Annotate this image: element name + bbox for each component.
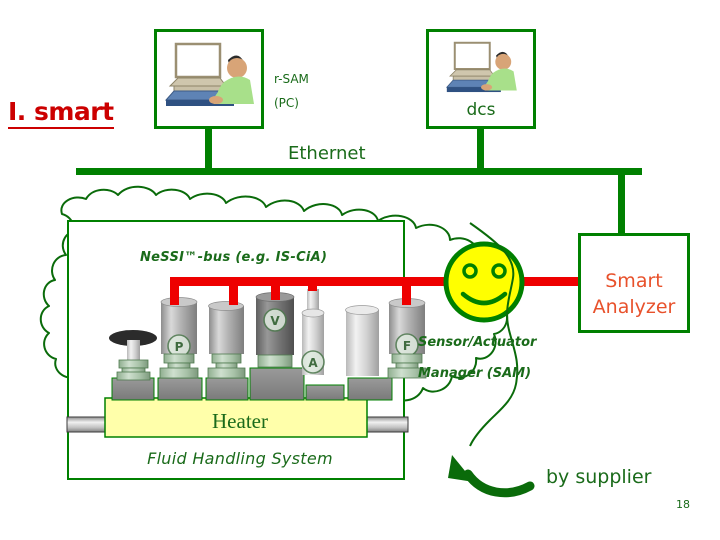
nessi-bus-line	[170, 277, 580, 305]
manifold-bases	[111, 367, 393, 401]
svg-text:A: A	[308, 356, 318, 370]
smart-analyzer-label: Smart Analyzer	[578, 268, 690, 320]
cloud-outline	[39, 185, 510, 406]
person-at-computer-icon	[445, 41, 517, 93]
node-r-sam-sublabel: (PC)	[274, 96, 299, 110]
smart-analyzer-box[interactable]	[578, 233, 690, 333]
supplier-arrow-icon	[448, 455, 535, 498]
sam-label-line2: Manager (SAM)	[418, 366, 532, 381]
instrument-blank-port-b	[345, 305, 379, 376]
instrument-pressure-transmitter: P	[159, 297, 199, 379]
node-r-sam[interactable]	[154, 29, 264, 129]
fluid-handling-system-label: Fluid Handling System	[147, 449, 333, 468]
instrument-blank-port-a	[207, 301, 246, 379]
page-number: 18	[676, 498, 690, 511]
person-at-computer-icon	[164, 42, 254, 106]
smart-analyzer-label-line1: Smart	[605, 270, 663, 292]
instrument-analyzer-probe: A	[301, 289, 325, 375]
heater-block	[66, 397, 409, 438]
node-dcs[interactable]: dcs	[426, 29, 536, 129]
instrument-flow-transmitter: F	[387, 298, 427, 379]
node-r-sam-label: r-SAM	[274, 72, 309, 86]
instrument-control-valve: V	[255, 292, 295, 368]
svg-text:F: F	[403, 339, 411, 353]
supplier-note: by supplier	[546, 466, 652, 488]
instrument-manual-valve-handle	[109, 330, 157, 381]
heater-label: Heater	[212, 409, 268, 433]
smiley-face-icon	[443, 241, 525, 323]
svg-text:P: P	[175, 340, 184, 354]
ethernet-bus	[76, 129, 642, 234]
ethernet-bus-label: Ethernet	[288, 143, 366, 164]
smart-analyzer-label-line2: Analyzer	[592, 296, 676, 318]
nessi-bus-label: NeSSI™-bus (e.g. IS-CiA)	[140, 250, 328, 265]
sam-label-line1: Sensor/Actuator	[418, 335, 537, 350]
node-dcs-label: dcs	[466, 100, 496, 120]
sam-callout-bracket	[469, 222, 519, 447]
svg-text:V: V	[270, 314, 280, 328]
page-title: I. smart	[8, 98, 114, 129]
